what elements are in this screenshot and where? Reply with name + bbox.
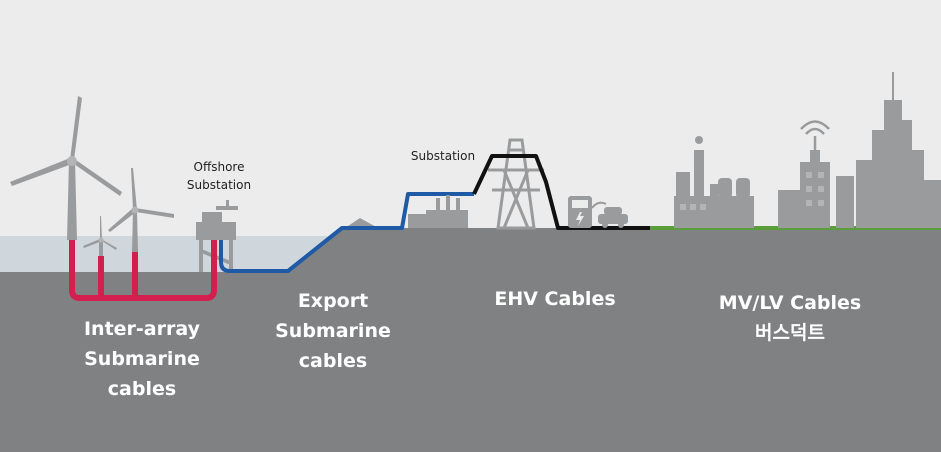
ehv-label-text: EHV Cables [494,288,616,310]
ehv-label: EHV Cables [480,284,630,314]
inter-array-cable [69,240,217,301]
substation-label-text: Substation [410,149,476,163]
export-label-line: Submarine [275,320,391,342]
ev-charger-icon [568,196,592,228]
ground [0,228,941,452]
inter-array-label-line: Inter-array [83,318,200,340]
wind-turbine-icon [108,168,174,252]
transmission-tower-icon [488,138,544,230]
inter-array-label-line: Submarine [84,348,200,370]
mvlv-label: MV/LV Cables 버스덕트 [700,288,880,348]
export-label-line: Export [297,290,369,312]
wind-turbine-icon [10,96,122,240]
mvlv-label-line: MV/LV Cables [718,292,862,314]
rock [345,218,378,228]
building-icon [778,150,854,228]
export-label-line: cables [298,350,368,372]
offshore-substation-label-line: Substation [186,178,252,192]
wind-turbine-icon [83,216,117,256]
electric-car-icon [591,201,628,228]
transformer-icon [408,195,468,228]
mvlv-label-line: 버스덕트 [755,322,825,344]
offshore-substation-label: Offshore Substation [178,158,260,194]
antenna-icon [800,120,830,150]
export-cable [219,192,474,273]
factory-icon [674,136,754,228]
inter-array-label-line: cables [107,378,177,400]
inter-array-label: Inter-array Submarine cables [62,314,222,404]
substation-label: Substation [402,147,484,165]
offshore-substation-label-line: Offshore [193,160,245,174]
offshore-substation-icon [196,200,238,272]
export-label: Export Submarine cables [258,286,408,376]
skyscraper-icon [856,72,941,228]
